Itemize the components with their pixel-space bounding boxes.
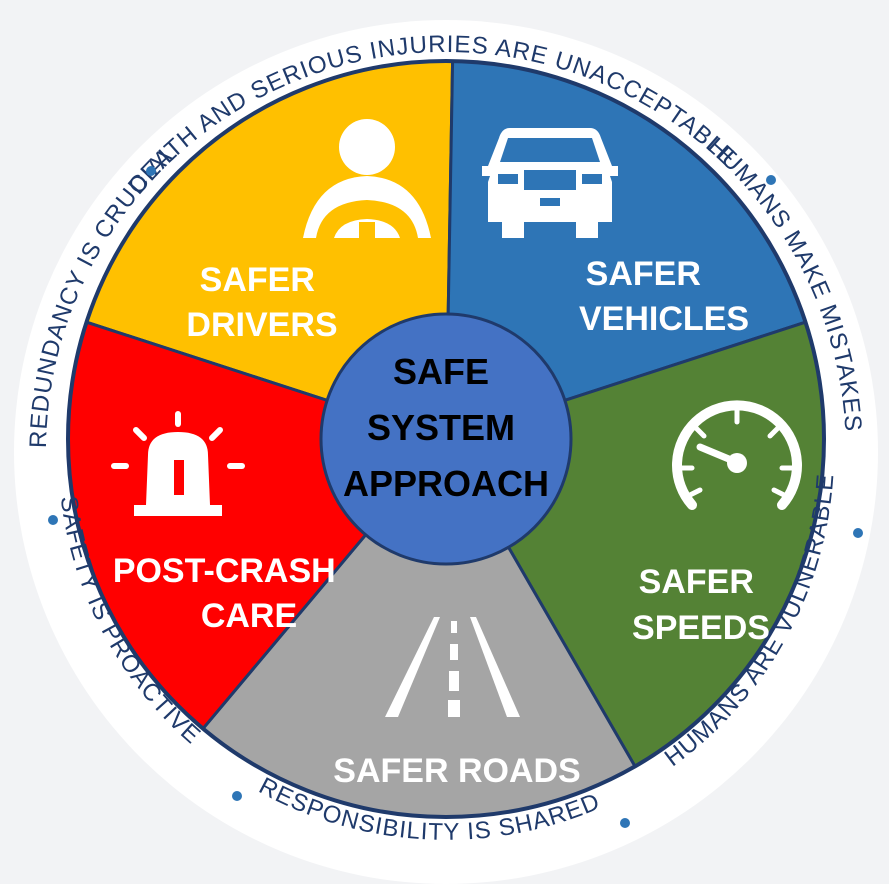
separator-dot xyxy=(766,175,776,185)
center-label-line: SAFE xyxy=(393,351,489,392)
label-line: SAFER ROADS xyxy=(333,752,580,790)
separator-dot xyxy=(853,528,863,538)
label-line: CARE xyxy=(201,597,297,635)
label-line: POST-CRASH xyxy=(113,552,336,590)
pie-rim xyxy=(66,59,826,819)
center-label: SAFE SYSTEM APPROACH xyxy=(343,351,549,504)
segment-label-roads: SAFER ROADS xyxy=(333,752,580,790)
road-icon xyxy=(385,617,520,717)
label-line: SAFER xyxy=(200,261,315,299)
separator-dot xyxy=(232,791,242,801)
center-label-line: APPROACH xyxy=(343,463,549,504)
segment-label-care: POST-CRASH CARE xyxy=(113,552,345,635)
center-label-line: SYSTEM xyxy=(367,407,515,448)
segment-label-drivers: SAFER DRIVERS xyxy=(186,261,337,344)
center-circle xyxy=(319,312,573,566)
label-line: VEHICLES xyxy=(579,300,749,338)
label-line: SAFER xyxy=(586,255,701,293)
speedometer-icon xyxy=(672,400,802,510)
label-line: SAFER xyxy=(639,563,754,601)
separator-dot xyxy=(146,166,156,176)
label-line: DRIVERS xyxy=(186,306,337,344)
driver-icon xyxy=(303,119,431,238)
segment-label-vehicles: SAFER VEHICLES xyxy=(579,255,749,338)
separator-dot xyxy=(48,515,58,525)
separator-dot xyxy=(620,818,630,828)
siren-icon xyxy=(111,411,245,516)
car-icon xyxy=(482,128,618,238)
label-line: SPEEDS xyxy=(632,609,770,647)
segment-label-speeds: SAFER SPEEDS xyxy=(632,563,770,647)
